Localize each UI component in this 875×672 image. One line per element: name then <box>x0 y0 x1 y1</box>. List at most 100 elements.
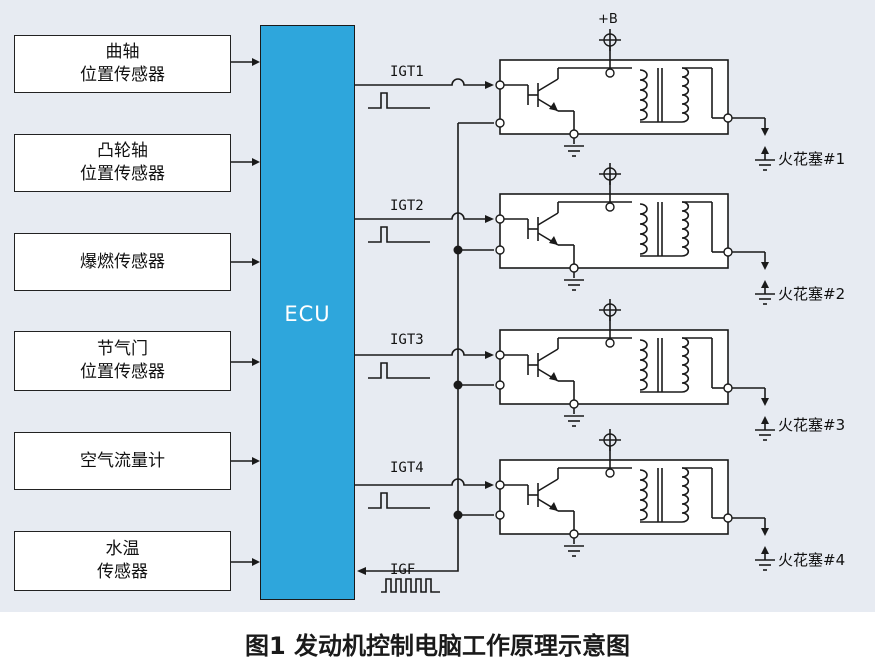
igniter-channel-1 <box>355 29 775 171</box>
igt3-wire <box>355 348 488 356</box>
igniter-channel-3 <box>355 299 775 441</box>
igt-terminal <box>495 80 505 90</box>
igt4-wire <box>355 478 488 486</box>
igt3-label: IGT3 <box>390 332 424 348</box>
throttle-position-sensor-box: 节气门位置传感器 <box>14 331 231 391</box>
output-terminal <box>723 247 733 257</box>
spark-plug-3-label: 火花塞#3 <box>778 416 846 434</box>
igt4-label: IGT4 <box>390 460 424 476</box>
igf-terminal <box>495 118 505 128</box>
emitter-arrow <box>549 372 558 381</box>
spark-plug-4-label: 火花塞#4 <box>778 551 846 569</box>
sensor-label: 节气门位置传感器 <box>80 339 165 382</box>
sensor-label: 爆燃传感器 <box>80 251 165 272</box>
spark-plug-electrode-icon <box>761 280 769 288</box>
igt2-label: IGT2 <box>390 198 424 214</box>
secondary-coil <box>681 201 690 257</box>
bus-junction-dot <box>453 510 463 520</box>
diagram-panel <box>0 0 875 612</box>
figure-caption: 图1 发动机控制电脑工作原理示意图 <box>244 632 631 660</box>
transistor-collector <box>537 212 559 226</box>
igt4-arrowhead <box>485 481 494 489</box>
spark-plug-1-label: 火花塞#1 <box>778 150 846 168</box>
igt-terminal <box>495 480 505 490</box>
output-terminal <box>723 113 733 123</box>
bus-junction-dot <box>453 245 463 255</box>
hv-arrowhead <box>761 528 769 536</box>
sensor-label: 曲轴位置传感器 <box>80 42 165 85</box>
air-flow-meter-box: 空气流量计 <box>14 432 231 490</box>
spark-plug-ground-icon <box>755 559 775 571</box>
igt2-wire <box>355 212 488 220</box>
igt1-wire <box>355 78 488 86</box>
igf-terminal <box>495 510 505 520</box>
output-terminal <box>723 513 733 523</box>
igt-terminal <box>495 214 505 224</box>
coolant-temperature-sensor-box: 水温传感器 <box>14 531 231 591</box>
igniter-channel-2 <box>355 163 775 305</box>
ground-icon <box>564 145 584 157</box>
ground-terminal <box>569 263 579 273</box>
igf-terminal <box>495 380 505 390</box>
ecu-label: ECU <box>284 302 331 326</box>
igt2-arrowhead <box>485 215 494 223</box>
spark-plug-2-label: 火花塞#2 <box>778 285 846 303</box>
igf-pulse-train <box>381 578 440 593</box>
ground-icon <box>564 545 584 557</box>
primary-coil <box>639 203 648 255</box>
transistor-collector <box>537 348 559 362</box>
igt3-arrowhead <box>485 351 494 359</box>
secondary-coil <box>681 67 690 123</box>
ecu-block: ECU <box>260 25 355 600</box>
ground-icon <box>564 279 584 291</box>
hv-arrowhead <box>761 128 769 136</box>
igt3-pulse <box>368 362 430 379</box>
secondary-coil <box>681 467 690 523</box>
camshaft-position-sensor-box: 凸轮轴位置传感器 <box>14 134 231 192</box>
crankshaft-position-sensor-box: 曲轴位置传感器 <box>14 35 231 93</box>
sensor-label: 空气流量计 <box>80 450 165 471</box>
primary-coil <box>639 339 648 391</box>
spark-plug-electrode-icon <box>761 416 769 424</box>
ground-terminal <box>569 529 579 539</box>
emitter-arrow <box>549 102 558 111</box>
emitter-arrow <box>549 236 558 245</box>
igt1-label: IGT1 <box>390 64 424 80</box>
knock-sensor-box: 爆燃传感器 <box>14 233 231 291</box>
output-terminal <box>723 383 733 393</box>
igt1-arrowhead <box>485 81 494 89</box>
supply-terminal <box>605 338 615 348</box>
igf-terminal <box>495 245 505 255</box>
bus-junction-dot <box>453 380 463 390</box>
supply-terminal <box>605 202 615 212</box>
primary-coil <box>639 469 648 521</box>
transistor-collector <box>537 478 559 492</box>
igt-terminal <box>495 350 505 360</box>
sensor-label: 水温传感器 <box>97 539 148 582</box>
spark-plug-electrode-icon <box>761 546 769 554</box>
spark-plug-ground-icon <box>755 293 775 305</box>
transistor-collector <box>537 78 559 92</box>
igt2-pulse <box>368 226 430 243</box>
hv-arrowhead <box>761 398 769 406</box>
igniter-channel-4 <box>355 429 775 571</box>
spark-plug-electrode-icon <box>761 146 769 154</box>
spark-plug-ground-icon <box>755 429 775 441</box>
primary-coil <box>639 69 648 121</box>
secondary-coil <box>681 337 690 393</box>
supply-terminal <box>605 68 615 78</box>
igt1-pulse <box>368 92 430 109</box>
igt4-pulse <box>368 492 430 509</box>
ground-terminal <box>569 399 579 409</box>
hv-arrowhead <box>761 262 769 270</box>
igf-label: IGF <box>390 562 416 578</box>
wiring-diagram <box>231 29 775 593</box>
ground-icon <box>564 415 584 427</box>
ground-terminal <box>569 129 579 139</box>
spark-plug-ground-icon <box>755 159 775 171</box>
emitter-arrow <box>549 502 558 511</box>
battery-supply-label: +B <box>598 12 618 27</box>
supply-terminal <box>605 468 615 478</box>
sensor-label: 凸轮轴位置传感器 <box>80 141 165 184</box>
